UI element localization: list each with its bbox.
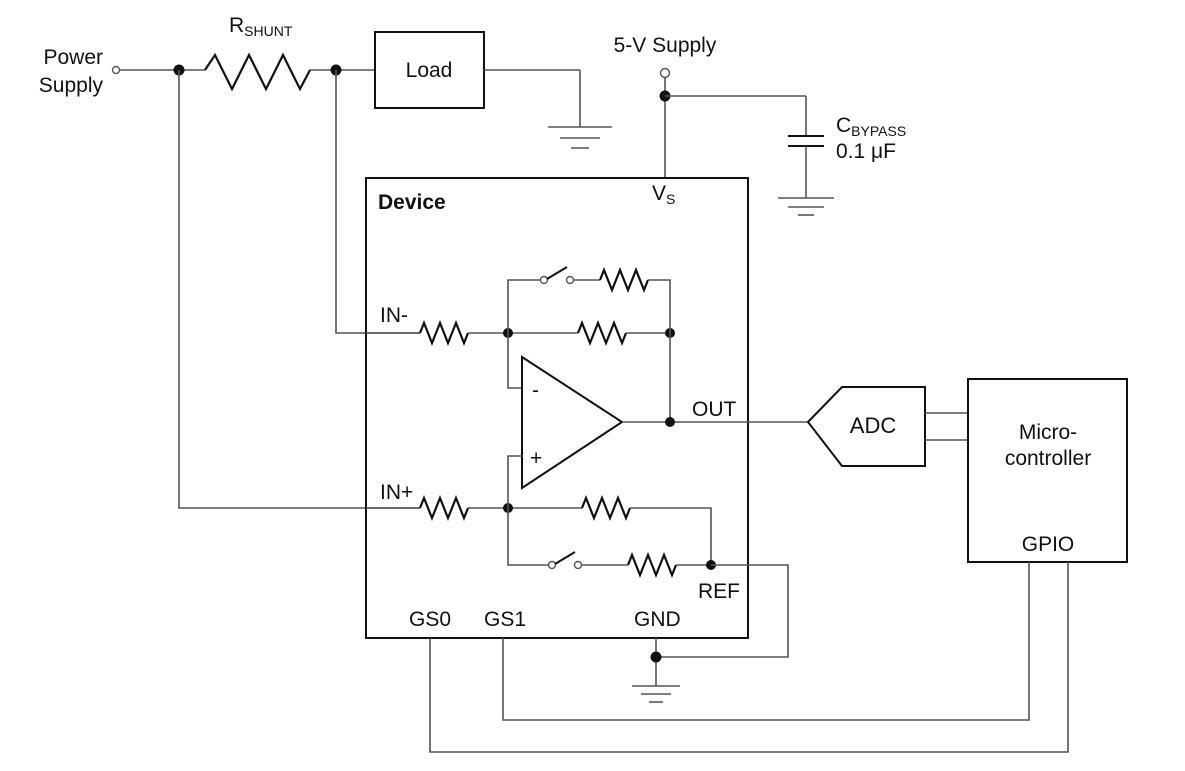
load-label: Load <box>406 59 453 82</box>
ref-label: REF <box>698 580 740 603</box>
bypass-capacitor <box>788 135 824 147</box>
gnd-label: GND <box>634 608 681 631</box>
feedback-resistor <box>576 320 628 346</box>
cbypass-value: 0.1 μF <box>836 140 896 163</box>
in-minus-label: IN- <box>380 304 408 327</box>
in-plus-resistor <box>418 495 470 521</box>
rshunt-resistor <box>204 52 311 92</box>
device-box <box>365 177 749 639</box>
cbypass-label: CBYPASS <box>836 114 906 139</box>
vs-supply-path <box>659 67 834 216</box>
gain-switch <box>546 266 568 280</box>
junction-dot <box>650 651 662 663</box>
in-plus-label: IN+ <box>380 481 413 504</box>
opamp-minus-label: - <box>532 379 539 402</box>
rshunt-label: RSHUNT <box>229 14 293 39</box>
gain-switch <box>554 551 576 565</box>
switched-feedback-resistor <box>598 267 650 293</box>
gs0-wire <box>429 562 1069 753</box>
ground-symbol <box>548 126 612 149</box>
out-label: OUT <box>692 398 737 421</box>
power-supply-terminal <box>111 65 121 75</box>
adc-label: ADC <box>850 413 897 438</box>
power-supply-label: Supply <box>39 74 104 97</box>
device-label: Device <box>378 191 446 214</box>
mcu-label: Micro- <box>1019 421 1077 444</box>
in-minus-resistor <box>418 320 470 346</box>
opamp-plus-label: + <box>530 447 542 470</box>
gs1-wire <box>502 562 1030 721</box>
vs-pin-label: VS <box>652 182 675 207</box>
gs1-label: GS1 <box>484 608 526 631</box>
supply-5v-terminal <box>659 67 671 79</box>
power-supply-path <box>111 31 612 509</box>
microcontroller-block <box>967 378 1128 563</box>
junction-dot <box>665 417 675 427</box>
gpio-label: GPIO <box>1022 533 1075 556</box>
mcu-label: controller <box>1005 447 1091 470</box>
supply-5v-label: 5-V Supply <box>614 34 717 57</box>
op-amp <box>521 355 624 490</box>
ground-symbol <box>778 197 834 216</box>
gs0-label: GS0 <box>409 608 451 631</box>
switched-ref-resistor <box>626 552 678 578</box>
amplifier-network <box>366 266 808 658</box>
adc-block <box>806 386 926 467</box>
ref-resistor <box>580 495 632 521</box>
device-ground <box>632 638 680 703</box>
power-supply-label: Power <box>43 46 103 69</box>
